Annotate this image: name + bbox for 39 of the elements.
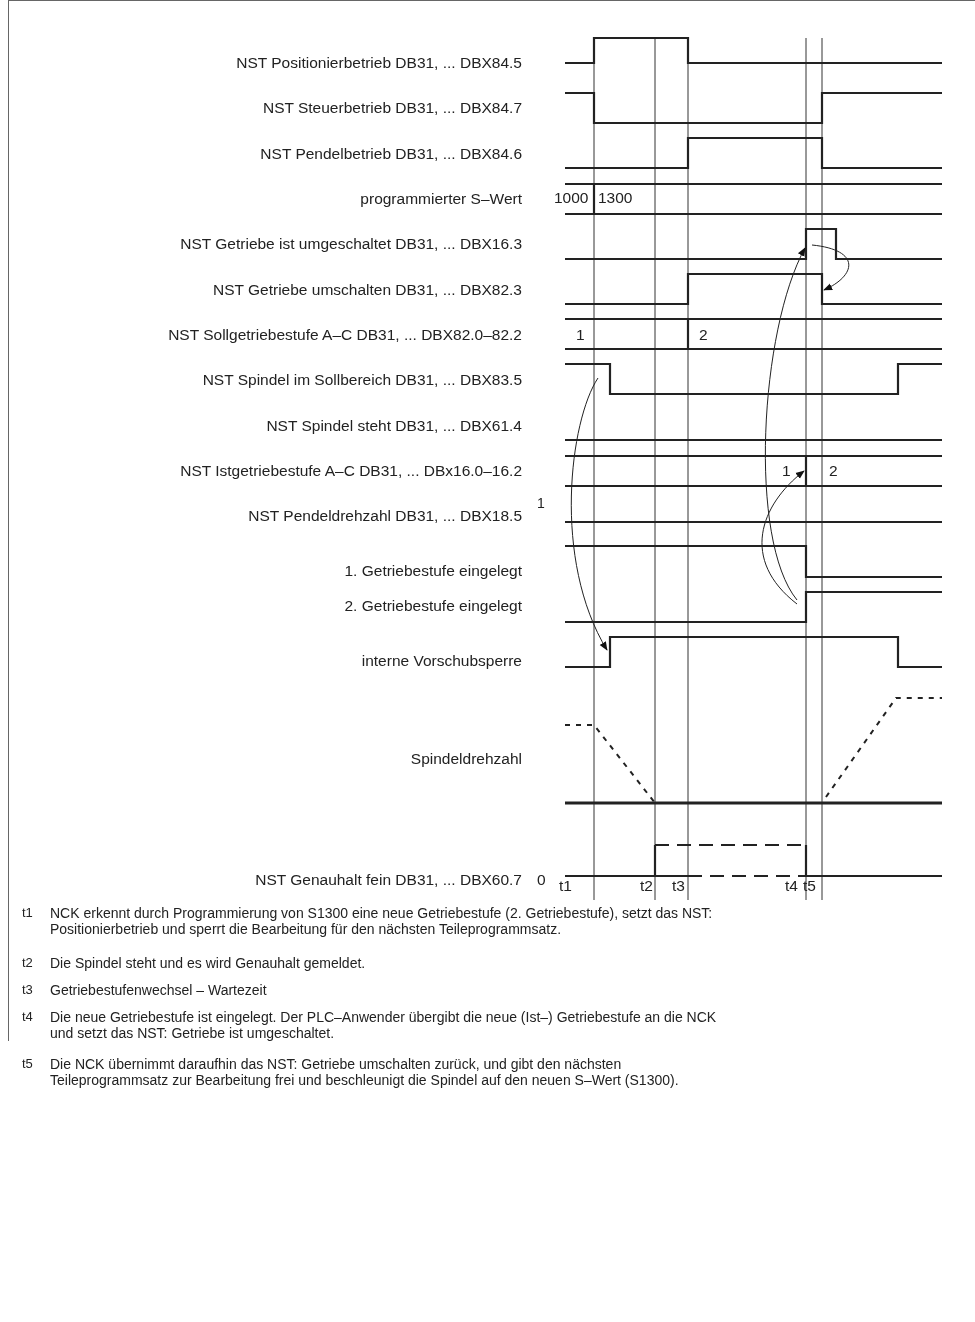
signal-name: NST Steuerbetrieb DB31, ... DBX84.7 [262,98,522,118]
note-marker: t2 [22,955,33,971]
signal-value: 1 [576,325,585,345]
signal-name: NST Positionierbetrieb DB31, ... DBX84.5 [236,53,522,73]
signal-value: 1300 [598,188,633,208]
note-marker: t5 [22,1056,33,1072]
signal-name: 1. Getriebestufe eingelegt [344,561,522,581]
note-marker: t3 [22,982,33,998]
signal-name: interne Vorschubsperre [361,651,522,671]
signal-value: 2 [829,461,838,481]
signal-name: Spindeldrehzahl [410,749,522,769]
signal-value: 2 [699,325,708,345]
signal-name: NST Pendelbetrieb DB31, ... DBX84.6 [260,144,522,164]
signal-value: 0 [537,870,546,890]
note-text: NCK erkennt durch Programmierung von S1300 eine neue Getriebestufe (2. Getriebestufe), setzt das NST: Positionierbetrieb und sperrt die Bearbeitung für den nächsten Teileprogrammsatz. [50,905,714,937]
signal-name: programmierter S–Wert [360,189,522,209]
note-marker: t4 [22,1009,33,1025]
signal-name: NST Spindel im Sollbereich DB31, ... DBX83.5 [202,370,522,390]
note-marker: t1 [22,905,33,921]
signal-name: NST Istgetriebestufe A–C DB31, ... DBx16.0–16.2 [180,461,522,481]
time-marker: t3 [672,876,685,896]
signal-name: 2. Getriebestufe eingelegt [344,596,522,616]
note-text: Die NCK übernimmt daraufhin das NST: Getriebe umschalten zurück, und gibt den nächsten Teileprogrammsatz zur Bearbeitung frei und beschleunigt die Spindel auf den neuen S–Wert (S1300). [50,1056,680,1088]
signal-value: 1000 [554,188,589,208]
signal-name: NST Pendeldrehzahl DB31, ... DBX18.5 [248,506,522,526]
signal-name: NST Spindel steht DB31, ... DBX61.4 [266,416,522,436]
note-text: Die Spindel steht und es wird Genauhalt gemeldet. [50,955,367,971]
signal-name: NST Sollgetriebestufe A–C DB31, ... DBX82.0–82.2 [168,325,522,345]
time-marker: t2 [640,876,653,896]
signal-value: 1 [537,494,545,512]
time-marker: t1 [559,876,572,896]
time-marker: t4 [785,876,798,896]
time-marker: t5 [803,876,816,896]
signal-name: NST Genauhalt fein DB31, ... DBX60.7 [255,870,522,890]
note-text: Die neue Getriebestufe ist eingelegt. Der PLC–Anwender übergibt die neue (Ist–) Getriebestufe an die NCK und setzt das NST: Getriebe ist umgeschaltet. [50,1009,718,1041]
signal-name: NST Getriebe umschalten DB31, ... DBX82.3 [213,280,522,300]
signal-name: NST Getriebe ist umgeschaltet DB31, ... DBX16.3 [180,234,522,254]
signal-value: 1 [782,461,791,481]
note-text: Getriebestufenwechsel – Wartezeit [50,982,268,998]
